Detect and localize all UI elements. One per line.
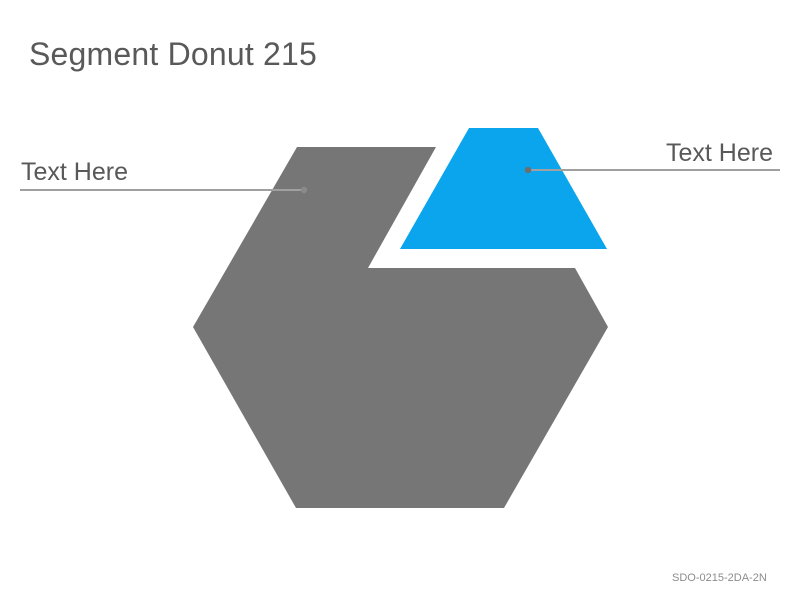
callout-label-left: Text Here bbox=[21, 158, 128, 186]
callout-label-right: Text Here bbox=[666, 139, 773, 167]
segment-gray bbox=[193, 147, 608, 508]
leader-dot-right bbox=[524, 166, 532, 174]
page-title: Segment Donut 215 bbox=[29, 36, 318, 72]
leader-dot-left bbox=[300, 186, 308, 194]
footer-code: SDO-0215-2DA-2N bbox=[672, 572, 767, 584]
segment-blue bbox=[400, 128, 607, 249]
